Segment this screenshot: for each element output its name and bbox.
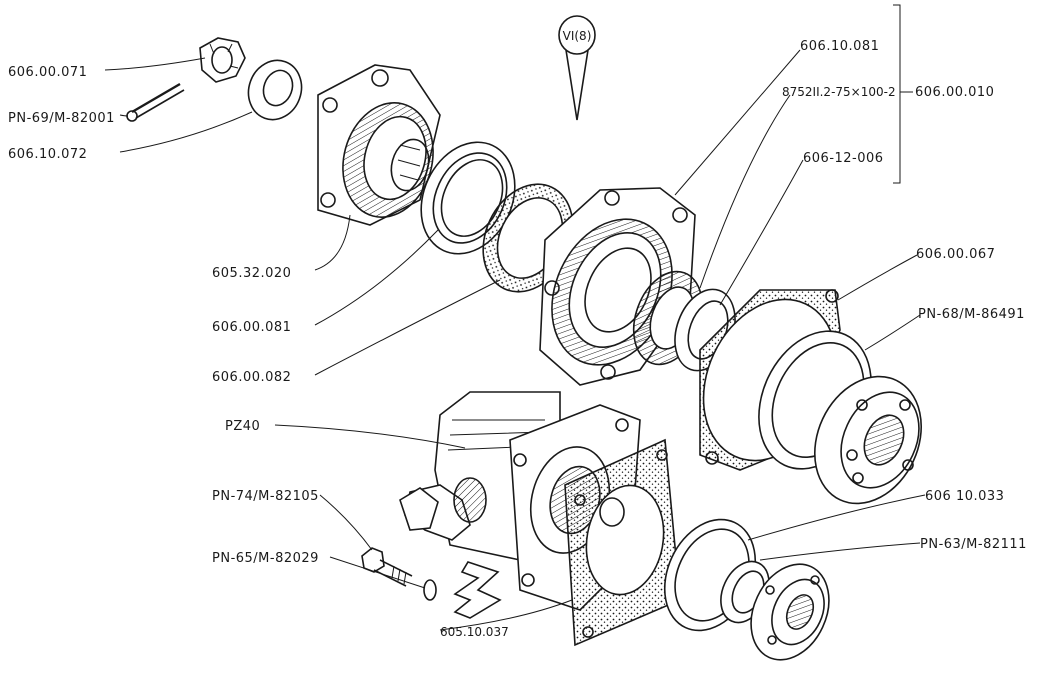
bolt-part bbox=[361, 547, 437, 601]
label-606-10-072: 606.10.072 bbox=[8, 147, 87, 162]
leader-lines bbox=[104, 4, 926, 631]
label-pn68: PN-68/M-86491 bbox=[918, 307, 1025, 322]
lock-nut-part bbox=[199, 37, 246, 83]
label-605-32-020: 605.32.020 bbox=[212, 266, 291, 281]
label-606-12-006: 606-12-006 bbox=[803, 151, 884, 166]
washer-part bbox=[247, 59, 303, 121]
ball-bearing-part bbox=[813, 375, 923, 505]
cover-plate-part bbox=[564, 438, 681, 647]
part-labels: 606.00.071 PN-69/M-82001 606.10.072 606.… bbox=[8, 39, 1027, 639]
break-line-symbol bbox=[453, 561, 502, 619]
label-606-00-010: 606.00.010 bbox=[915, 85, 994, 100]
label-606-10-033: 606 10.033 bbox=[925, 489, 1004, 504]
small-bearing-part bbox=[720, 560, 830, 661]
label-606-00-082: 606.00.082 bbox=[212, 370, 291, 385]
cotter-pin-part bbox=[126, 82, 185, 122]
label-pn63: PN-63/M-82111 bbox=[920, 537, 1027, 552]
view-marker: VI(8) bbox=[558, 15, 596, 121]
label-bearing-spec: 8752II.2-75×100-2 bbox=[782, 85, 896, 99]
label-606-00-071: 606.00.071 bbox=[8, 65, 87, 80]
label-605-10-037: 605.10.037 bbox=[440, 625, 509, 639]
flange-coupling-part bbox=[317, 64, 441, 226]
label-pz40: PZ40 bbox=[225, 419, 260, 434]
label-606-00-081: 606.00.081 bbox=[212, 320, 291, 335]
label-pn74: PN-74/M-82105 bbox=[212, 489, 319, 504]
view-marker-label: VI(8) bbox=[563, 29, 592, 43]
label-pn65: PN-65/M-82029 bbox=[212, 551, 319, 566]
label-pn69: PN-69/M-82001 bbox=[8, 111, 115, 126]
label-606-10-081: 606.10.081 bbox=[800, 39, 879, 54]
label-606-00-067: 606.00.067 bbox=[916, 247, 995, 262]
